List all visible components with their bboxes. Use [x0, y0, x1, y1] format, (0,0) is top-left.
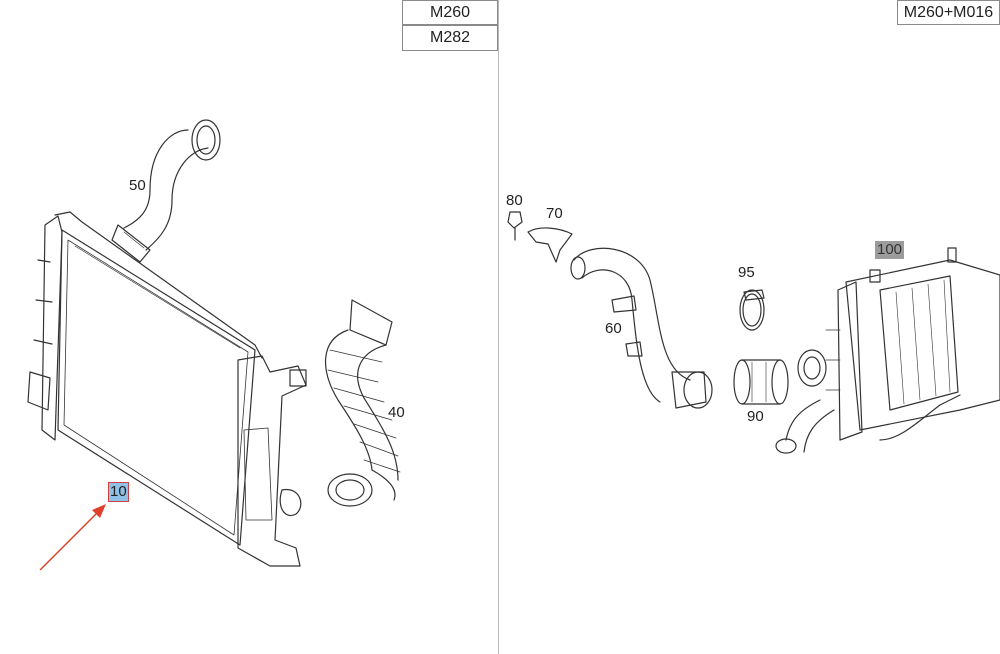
bolt-bracket-drawing: [507, 211, 573, 263]
charge-pipe-drawing: [570, 247, 713, 409]
engine-code-tag-m260-m016[interactable]: M260+M016: [897, 0, 1000, 25]
callout-10[interactable]: 10: [108, 482, 129, 502]
intercooler-drawing: [775, 247, 1000, 454]
callout-50[interactable]: 50: [129, 177, 146, 194]
callout-60[interactable]: 60: [605, 320, 622, 337]
engine-code-tag-m260[interactable]: M260: [402, 0, 498, 25]
callout-90[interactable]: 90: [747, 408, 764, 425]
callout-70[interactable]: 70: [546, 205, 563, 222]
callout-arrow: [39, 504, 106, 571]
panel-divider: [498, 0, 499, 654]
sleeve-drawing: [733, 359, 789, 405]
callout-100[interactable]: 100: [875, 241, 905, 259]
callout-80[interactable]: 80: [506, 192, 523, 209]
upper-hose-drawing: [111, 119, 221, 263]
callout-40[interactable]: 40: [388, 404, 405, 421]
engine-code-tag-m282[interactable]: M282: [402, 25, 498, 51]
radiator-drawing: [27, 211, 307, 567]
callout-95[interactable]: 95: [738, 264, 755, 281]
clamp-drawing: [739, 289, 765, 331]
corrugated-hose-drawing: [325, 299, 401, 507]
